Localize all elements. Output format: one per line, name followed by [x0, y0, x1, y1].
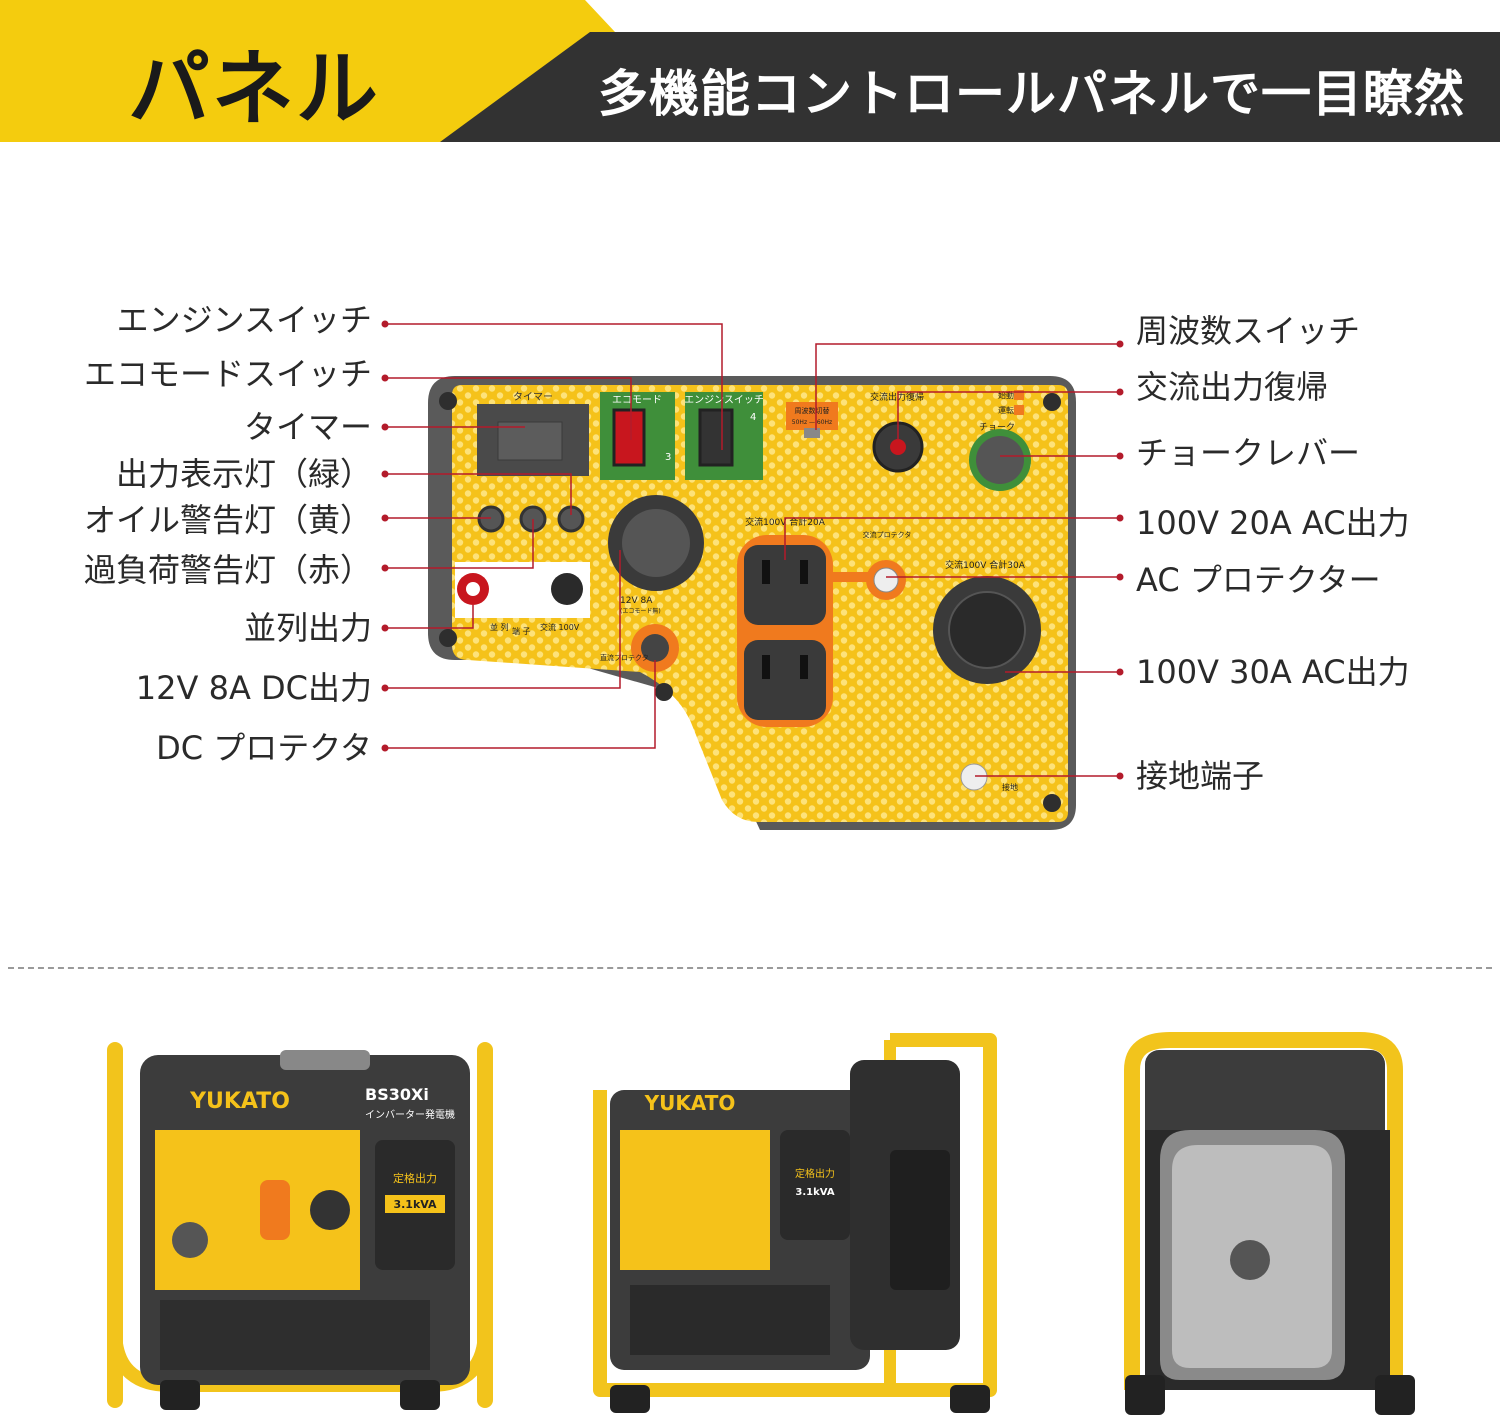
model-name: BS30Xi [365, 1085, 429, 1104]
screw-icon [1043, 393, 1061, 411]
choke-lever[interactable] [976, 436, 1024, 484]
label-oil-warning: オイル警告灯（黄） [83, 501, 372, 539]
product-type: インバーター発電機 [365, 1108, 455, 1121]
ground-terminal[interactable] [960, 763, 988, 791]
brand-logo-text-2: YUKATO [644, 1091, 736, 1115]
screw-icon [439, 392, 457, 410]
ac-protector-button[interactable] [873, 567, 899, 593]
leader-dots [381, 320, 1124, 780]
outlet-slot [762, 655, 770, 679]
freq-label: 周波数切替 [795, 406, 830, 415]
ac-reset-core [890, 439, 906, 455]
ground-label: 接地 [1002, 782, 1018, 792]
label-eco-mode-switch: エコモードスイッチ [83, 355, 372, 393]
choke-label: チョーク [979, 422, 1015, 433]
label-ground-terminal: 接地端子 [1136, 757, 1265, 795]
freq-values: 50Hz — 60Hz [792, 419, 832, 426]
ac-protector-bridge [833, 572, 873, 582]
num6-badge [1014, 405, 1024, 415]
num5-badge [1014, 390, 1024, 400]
control-panel-diagram: タイマー エコモード 3 エンジンスイッチ 4 周波数切替 50Hz — 60H… [381, 320, 1124, 830]
ac100-label: 交流 100V [540, 622, 580, 632]
label-frequency-switch: 周波数スイッチ [1136, 312, 1361, 350]
brand-logo-text: YUKATO [189, 1089, 290, 1114]
section-divider [8, 967, 1492, 969]
engine-switch[interactable] [698, 408, 734, 467]
label-dc-output: 12V 8A DC出力 [135, 669, 372, 707]
outlet-slot [762, 560, 770, 584]
outlet-slot [800, 560, 808, 584]
outlet-slot [800, 655, 808, 679]
eco-label: エコモード [612, 395, 662, 406]
screw-icon [439, 629, 457, 647]
parallel-label: 並 列 [490, 622, 509, 632]
start-label: 始動 [998, 390, 1014, 400]
run-label: 運転 [998, 406, 1014, 415]
header-white-cutout [585, 0, 1500, 32]
label-overload-warning: 過負荷警告灯（赤） [83, 551, 372, 589]
header-banner: パネル 多機能コントロールパネルで一目瞭然 [0, 0, 1500, 142]
terminal-label: 端 子 [512, 626, 531, 636]
oil-warning-lamp [477, 505, 505, 533]
label-output-lamp: 出力表示灯（緑） [115, 455, 372, 493]
label-ac20-output: 100V 20A AC出力 [1136, 504, 1410, 542]
rated-label: 定格出力 [393, 1171, 437, 1185]
rated-value-2: 3.1kVA [795, 1187, 834, 1198]
leader-lines [385, 323, 1120, 777]
rated-value: 3.1kVA [393, 1198, 437, 1211]
dc-sub-label: (エコモード無) [620, 607, 661, 615]
product-photo-front: 3.1kVA 定格出力 YUKATO BS30Xi インバーター発電機 [107, 1042, 493, 1410]
timer-label: タイマー [513, 391, 553, 403]
engine-num: 4 [750, 412, 756, 423]
header-subtitle: 多機能コントロールパネルで一目瞭然 [598, 65, 1465, 123]
screw-icon [655, 683, 673, 701]
ac30-outlet-face [948, 591, 1026, 669]
product-photo-side [1124, 1032, 1415, 1415]
eco-mode-switch[interactable] [612, 408, 646, 467]
label-ac-reset: 交流出力復帰 [1136, 368, 1329, 406]
model-name-2: BS30Xi [765, 1078, 821, 1094]
header-title: パネル [128, 42, 381, 137]
label-dc-protector: DC プロテクタ [156, 729, 372, 767]
parallel-terminal-black[interactable] [551, 573, 583, 605]
ac20-outlet-bottom[interactable] [744, 640, 826, 720]
rated-label-2: 定格出力 [795, 1167, 835, 1180]
label-ac30-output: 100V 30A AC出力 [1136, 653, 1410, 691]
dc-outlet-inner [622, 509, 690, 577]
label-timer: タイマー [243, 408, 372, 446]
dc-protector-button[interactable] [641, 634, 669, 662]
frequency-switch-plate [786, 402, 838, 430]
eco-num: 3 [665, 452, 671, 463]
dc-protector-label: 直流プロテクタ [600, 653, 649, 662]
timer-screen [497, 421, 563, 461]
engine-label: エンジンスイッチ [684, 394, 764, 406]
product-photo-angle: 定格出力 3.1kVA YUKATO BS30Xi [593, 1033, 997, 1413]
ac-reset-label: 交流出力復帰 [870, 391, 924, 403]
parallel-terminal-red-core [466, 582, 480, 596]
frequency-slider[interactable] [804, 428, 820, 438]
dc-label: 12V 8A [620, 596, 653, 606]
label-engine-switch: エンジンスイッチ [116, 301, 372, 339]
label-ac-protector: AC プロテクター [1136, 561, 1381, 599]
ac30-label: 交流100V 合計30A [945, 559, 1026, 571]
label-parallel-output: 並列出力 [243, 609, 372, 647]
screw-icon [1043, 794, 1061, 812]
label-choke-lever: チョークレバー [1136, 434, 1361, 472]
ac-protector-label: 交流プロテクタ [863, 530, 912, 539]
header-dark-band [440, 32, 1500, 142]
